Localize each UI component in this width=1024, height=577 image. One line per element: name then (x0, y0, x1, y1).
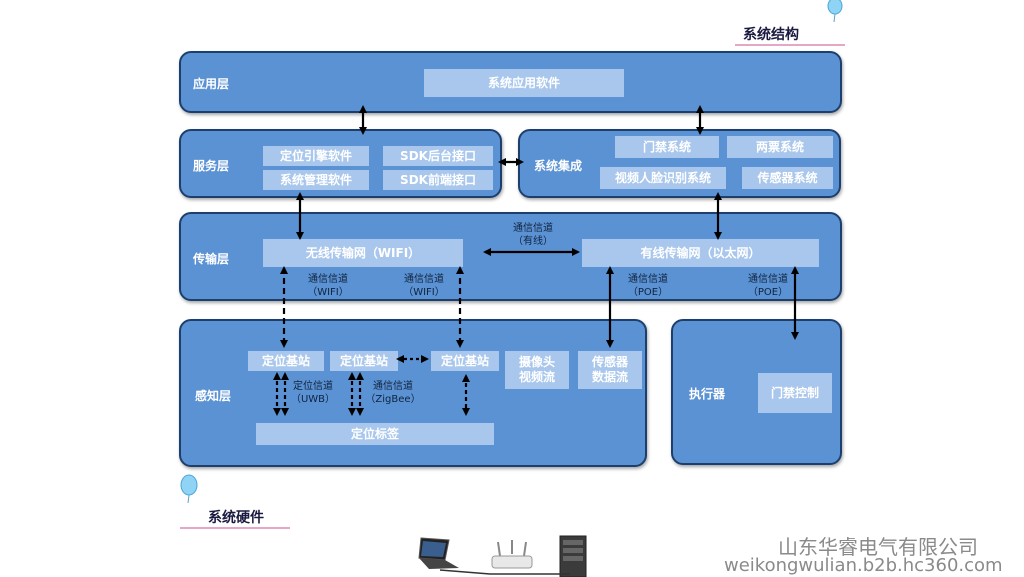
laptop-icon (418, 537, 459, 569)
sensing-layer: 感知层 定位基站 定位基站 定位基站 摄像头视频流 传感器数据流 定位标签 定位… (179, 319, 647, 467)
uwb-channel-label: 定位信道（UWB） (290, 381, 336, 405)
wired-network-box: 有线传输网（以太网） (582, 239, 819, 267)
zigbee-channel-label: 通信信道（ZigBee） (365, 381, 421, 405)
architecture-underline (735, 44, 845, 46)
integration-layer: 系统集成 门禁系统 两票系统 视频人脸识别系统 传感器系统 (518, 129, 841, 198)
poe-channel-label-1: 通信信道（POE） (627, 274, 669, 298)
hardware-heading: 系统硬件 (208, 510, 264, 526)
balloon-icon (827, 0, 843, 23)
transport-layer: 传输层 无线传输网（WIFI） 有线传输网（以太网） 通信信道（有线） 通信信道… (179, 212, 842, 301)
network-cable-lines (439, 569, 570, 575)
app-software-box: 系统应用软件 (424, 69, 624, 97)
two-ticket-system-box: 两票系统 (727, 136, 833, 158)
sensor-system-box: 传感器系统 (742, 167, 833, 189)
poe-channel-label-2: 通信信道（POE） (747, 274, 789, 298)
transport-layer-label: 传输层 (193, 252, 230, 266)
positioning-tag-box: 定位标签 (256, 423, 494, 445)
sdk-frontend-box: SDK前端接口 (383, 170, 493, 190)
positioning-engine-box: 定位引擎软件 (263, 146, 369, 166)
access-control-system-box: 门禁系统 (615, 136, 719, 158)
camera-video-box: 摄像头视频流 (505, 351, 569, 389)
balloon-icon (180, 474, 198, 504)
service-layer-label: 服务层 (193, 159, 230, 173)
actuator-layer: 执行器 门禁控制 (671, 319, 842, 465)
hardware-underline (180, 527, 290, 529)
sensing-layer-label: 感知层 (195, 389, 232, 403)
sensor-data-box: 传感器数据流 (578, 351, 642, 389)
wifi-channel-label-2: 通信信道（WIFI） (403, 274, 445, 298)
architecture-heading: 系统结构 (743, 27, 799, 43)
watermark-url: weikongwulian.b2b.hc360.com (724, 555, 1003, 576)
wifi-channel-label-1: 通信信道（WIFI） (307, 274, 349, 298)
system-management-box: 系统管理软件 (263, 170, 369, 190)
application-layer-label: 应用层 (193, 77, 230, 91)
router-icon (491, 540, 533, 569)
positioning-station-3: 定位基站 (431, 351, 499, 371)
wired-link-label: 通信信道（有线） (513, 223, 553, 247)
wireless-network-box: 无线传输网（WIFI） (263, 239, 463, 267)
application-layer: 应用层 系统应用软件 (179, 51, 842, 113)
face-recognition-system-box: 视频人脸识别系统 (600, 167, 726, 189)
watermark-company: 山东华睿电气有限公司 (778, 535, 978, 559)
sdk-backend-box: SDK后台接口 (383, 146, 493, 166)
server-icon (559, 535, 587, 577)
service-layer: 服务层 定位引擎软件 SDK后台接口 系统管理软件 SDK前端接口 (179, 129, 502, 198)
integration-layer-label: 系统集成 (534, 159, 583, 173)
positioning-station-1: 定位基站 (248, 351, 324, 371)
actuator-layer-label: 执行器 (689, 387, 726, 401)
positioning-station-2: 定位基站 (330, 351, 398, 371)
access-control-box: 门禁控制 (758, 373, 832, 413)
